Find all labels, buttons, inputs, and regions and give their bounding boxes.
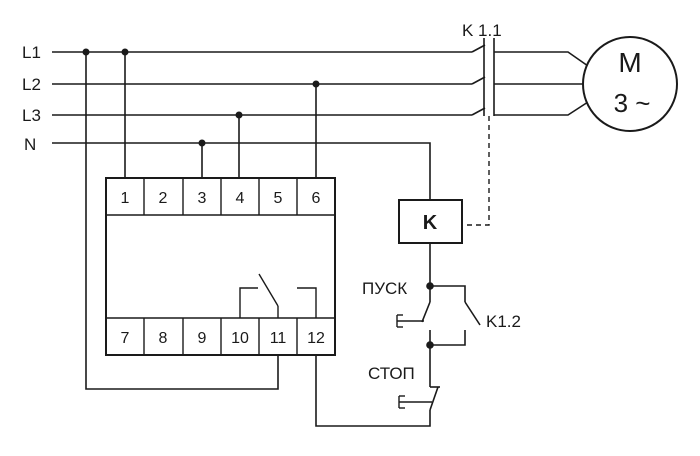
contact-blade	[258, 273, 279, 307]
line-label-n: N	[24, 135, 36, 154]
terminal-5: 5	[274, 190, 283, 207]
mechanical-link	[464, 116, 490, 226]
coil-label: K	[423, 212, 438, 234]
contact-l3-moving	[471, 107, 486, 116]
terminal-2: 2	[159, 190, 168, 207]
main-contacts	[471, 38, 545, 116]
no-contact-arm	[297, 287, 317, 318]
terminal-9: 9	[198, 330, 207, 347]
wire-terminal-12-to-stop	[315, 355, 431, 427]
terminal-7: 7	[121, 330, 130, 347]
terminal-3: 3	[198, 190, 207, 207]
line-label-l2: L2	[22, 75, 41, 94]
contact-l1-moving	[471, 44, 486, 53]
terminal-8: 8	[159, 330, 168, 347]
terminal-6: 6	[312, 190, 321, 207]
coil-box	[398, 199, 463, 244]
motor-lead-1	[545, 51, 589, 67]
aux-contact	[430, 285, 481, 346]
motor-letter: M	[618, 47, 641, 78]
stop-button-label: СТОП	[368, 364, 415, 383]
motor-circle	[582, 36, 678, 132]
wire-n	[52, 142, 431, 200]
aux-lower-lead	[430, 330, 466, 346]
terminal-12: 12	[307, 330, 325, 347]
contactor-coil: K	[398, 199, 463, 244]
motor: M 3 ~	[582, 36, 678, 132]
line-label-l1: L1	[22, 43, 41, 62]
aux-upper-lead	[430, 285, 466, 302]
terminal-10: 10	[231, 330, 249, 347]
start-button-label: ПУСК	[362, 279, 407, 298]
relay-module: 1 2 3 4 5 6 7 8 9 10 11 12	[105, 177, 336, 356]
start-button	[396, 286, 431, 345]
supply-lines	[52, 51, 472, 200]
motor-lead-3	[545, 101, 589, 116]
start-blade	[421, 301, 431, 323]
contactor-main-label: K 1.1	[462, 21, 502, 40]
nc-contact-arm	[239, 287, 258, 318]
line-label-l3: L3	[22, 106, 41, 125]
aux-blade	[464, 301, 481, 326]
wire-l1-to-terminal-11	[85, 52, 279, 390]
motor-phase: 3 ~	[614, 88, 651, 118]
terminal-11: 11	[270, 330, 287, 347]
contact-l2-moving	[471, 76, 486, 85]
aux-contact-label: K1.2	[486, 312, 521, 331]
terminal-1: 1	[121, 190, 130, 207]
terminal-4: 4	[236, 190, 245, 207]
stop-blade	[429, 386, 439, 411]
stop-button	[398, 345, 440, 411]
relay-changeover-contact	[239, 273, 317, 318]
